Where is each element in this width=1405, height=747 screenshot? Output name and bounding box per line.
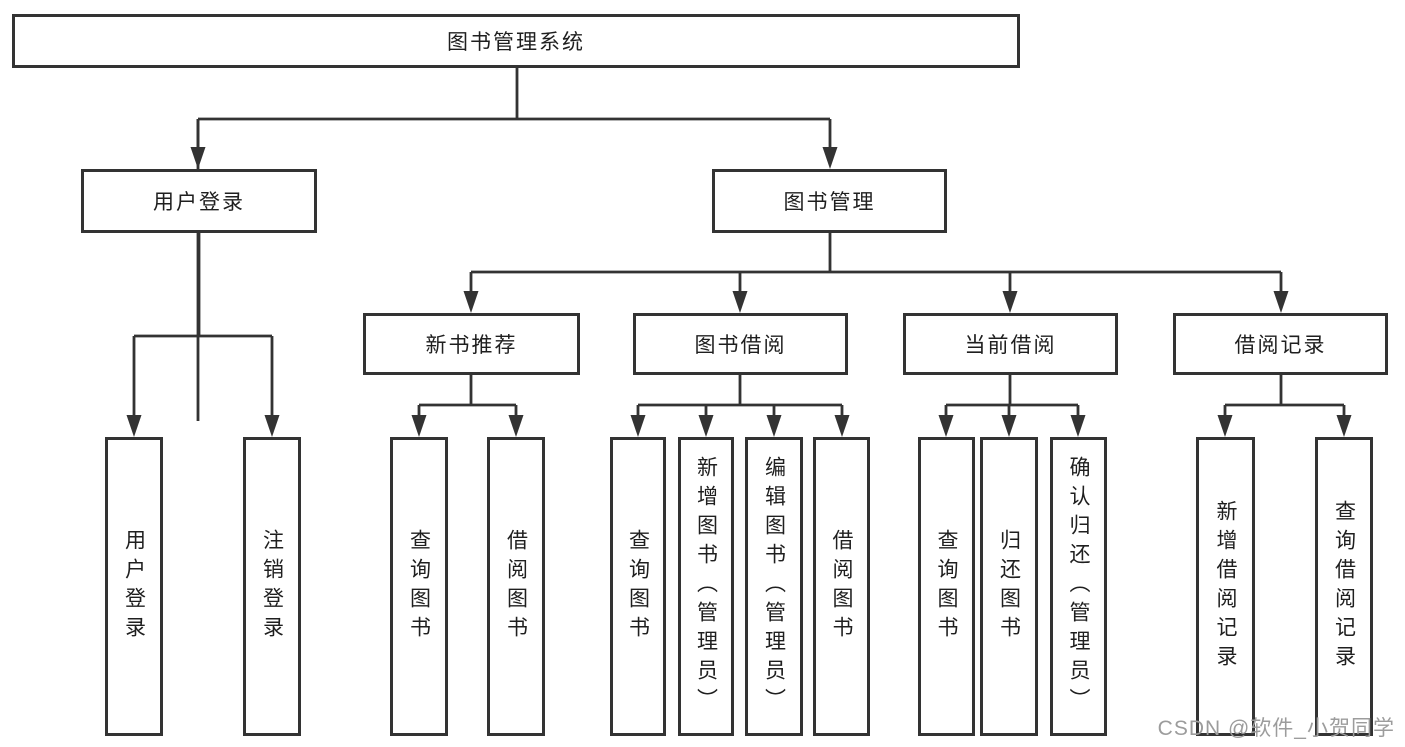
node-user-login-label: 用户登录 [153, 191, 245, 214]
node-new-book-recommend: 新书推荐 [363, 313, 580, 375]
arrowheads [126, 147, 1352, 437]
node-book-borrow-label: 图书借阅 [694, 334, 787, 357]
node-borrow-records-label: 借阅记录 [1234, 334, 1327, 357]
node-root: 图书管理系统 [12, 14, 1020, 68]
leaf-add-books-admin-label: 新增图书（管理员） [694, 456, 718, 717]
leaf-borrow-query-books-label: 查询图书 [626, 528, 650, 645]
leaf-edit-books-admin: 编辑图书（管理员） [745, 437, 803, 736]
leaf-add-books-admin: 新增图书（管理员） [678, 437, 734, 736]
node-user-login: 用户登录 [81, 169, 317, 233]
leaf-user-login: 用户登录 [105, 437, 163, 736]
leaf-edit-books-admin-label: 编辑图书（管理员） [762, 456, 786, 717]
tree-edges [132, 68, 1346, 421]
leaf-query-borrow-record: 查询借阅记录 [1315, 437, 1373, 736]
node-book-management: 图书管理 [712, 169, 947, 233]
node-current-borrow: 当前借阅 [903, 313, 1118, 375]
csdn-watermark: CSDN @软件_小贺同学 [1157, 717, 1395, 740]
leaf-current-query-books-label: 查询图书 [935, 528, 958, 645]
node-borrow-records: 借阅记录 [1173, 313, 1388, 375]
leaf-confirm-return-admin-label: 确认归还（管理员） [1067, 456, 1090, 717]
leaf-query-borrow-record-label: 查询借阅记录 [1332, 499, 1356, 674]
leaf-borrow-query-books: 查询图书 [610, 437, 666, 736]
leaf-return-books: 归还图书 [980, 437, 1038, 736]
leaf-borrow-books: 借阅图书 [813, 437, 870, 736]
leaf-logout: 注销登录 [243, 437, 301, 736]
leaf-borrow-books-label: 借阅图书 [830, 528, 853, 645]
node-book-borrow: 图书借阅 [633, 313, 848, 375]
leaf-recommend-borrow-books: 借阅图书 [487, 437, 545, 736]
leaf-recommend-borrow-books-label: 借阅图书 [504, 528, 528, 645]
node-new-book-recommend-label: 新书推荐 [425, 334, 518, 357]
node-root-label: 图书管理系统 [447, 31, 585, 54]
node-current-borrow-label: 当前借阅 [964, 334, 1057, 357]
leaf-logout-label: 注销登录 [260, 528, 284, 645]
leaf-confirm-return-admin: 确认归还（管理员） [1050, 437, 1107, 736]
node-book-management-label: 图书管理 [783, 191, 876, 214]
leaf-return-books-label: 归还图书 [997, 528, 1021, 645]
leaf-recommend-query-books: 查询图书 [390, 437, 448, 736]
leaf-user-login-label: 用户登录 [122, 528, 146, 645]
leaf-add-borrow-record-label: 新增借阅记录 [1214, 499, 1237, 674]
leaf-recommend-query-books-label: 查询图书 [407, 528, 431, 645]
leaf-current-query-books: 查询图书 [918, 437, 975, 736]
leaf-add-borrow-record: 新增借阅记录 [1196, 437, 1255, 736]
